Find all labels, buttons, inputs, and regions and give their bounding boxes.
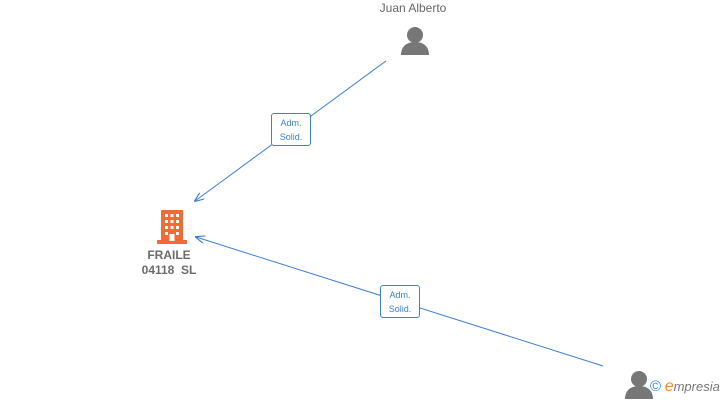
empresia-watermark: © empresia: [650, 378, 720, 396]
copyright-symbol: ©: [650, 378, 662, 395]
company-name-label[interactable]: FRAILE 04118 SL: [119, 248, 219, 278]
brand-name: mpresia: [673, 379, 720, 394]
brand-initial: e: [664, 378, 674, 395]
building-icon[interactable]: [157, 210, 187, 244]
edge-label-role: Adm.: [280, 118, 302, 128]
edge-label-role-type: Solid.: [279, 132, 303, 142]
person-icon[interactable]: [401, 27, 429, 55]
edge-label-role: Adm.: [389, 290, 411, 300]
edge-label-top[interactable]: Adm. Solid.: [271, 113, 311, 146]
company-name-line1: FRAILE: [147, 248, 191, 262]
company-name-line2: 04118 SL: [141, 263, 197, 277]
edge-label-role-type: Solid.: [388, 304, 412, 314]
person-name-label[interactable]: Juan Alberto: [379, 1, 447, 15]
person-icon[interactable]: [625, 371, 653, 399]
edge-label-bottom[interactable]: Adm. Solid.: [380, 285, 420, 318]
